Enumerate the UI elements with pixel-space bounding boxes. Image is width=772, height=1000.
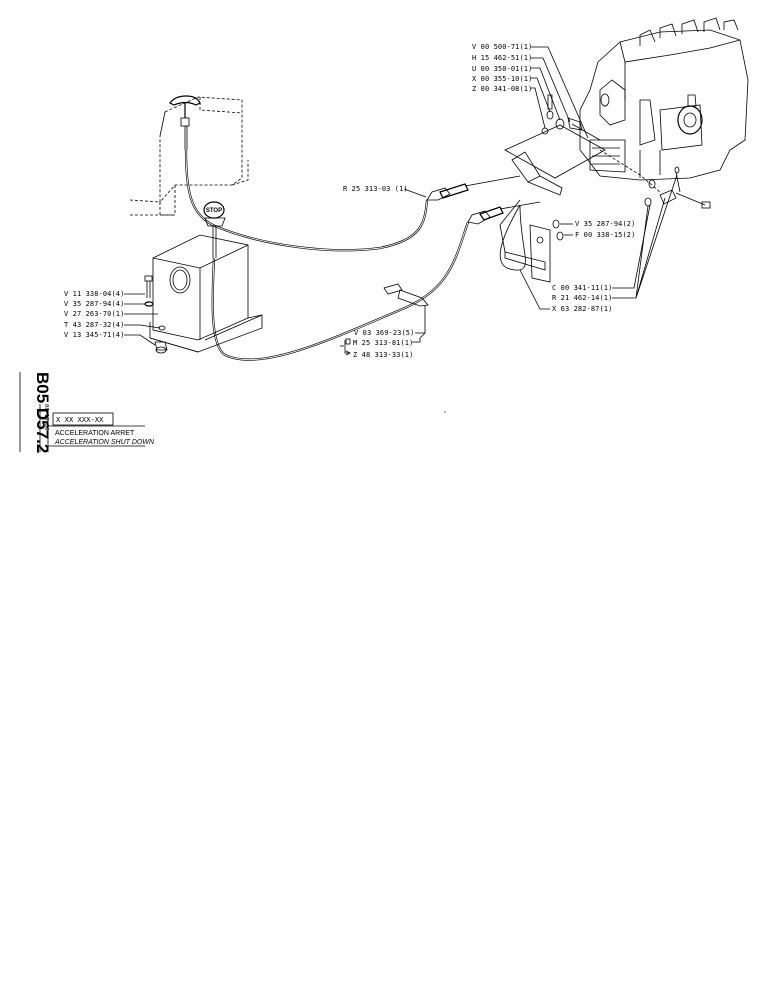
stop-control-box: STOP — [149, 201, 263, 353]
title-english: ACCELERATION SHUT DOWN — [54, 439, 155, 446]
part-label: V 35 287-94(4) — [64, 300, 124, 308]
pump-fasteners — [541, 94, 711, 209]
part-label: V 03 369-23(5) — [354, 329, 414, 337]
dashboard-console — [129, 96, 249, 216]
part-label: T 43 287-32(4) — [64, 321, 124, 329]
title-block: B05 D57.2 08-10-86 X XX XXX-XX ACCELERAT… — [19, 372, 155, 453]
part-label: X 63 282-87(1) — [552, 305, 612, 313]
part-label: F 00 338-15(2) — [575, 231, 635, 239]
bracket-label-group: V 35 287-94(2) F 00 338-15(2) — [560, 220, 635, 239]
injection-pump — [579, 17, 749, 181]
part-label: V 35 287-94(2) — [575, 220, 635, 228]
cables — [184, 149, 526, 361]
part-label: V 00 500-71(1) — [472, 43, 532, 51]
part-label: M 25 313-81(1) — [353, 339, 413, 347]
part-label: R 21 462-14(1) — [552, 294, 612, 302]
box-fasteners — [144, 275, 168, 354]
part-label: Z 48 313-33(1) — [353, 351, 413, 359]
reference-number: X XX XXX-XX — [56, 416, 104, 424]
part-label: Z 00 341-08(1) — [472, 85, 532, 93]
sheet-code: B05 D57.2 — [33, 372, 52, 453]
clip-label-group: V 03 369-23(5) M 25 313-81(1) Z 48 313-3… — [340, 305, 426, 359]
part-label: H 15 462-51(1) — [472, 54, 532, 62]
part-label: V 27 263-70(1) — [64, 310, 124, 318]
linkage-label-group: C 00 341-11(1) R 21 462-14(1) X 63 282-8… — [519, 174, 678, 313]
stray-dot — [444, 411, 446, 413]
pump-label-group: V 00 500-71(1) H 15 462-51(1) U 00 350-0… — [472, 43, 589, 139]
bracket-fasteners — [552, 219, 564, 241]
part-label: V 13 345-71(4) — [64, 331, 124, 339]
control-box-label-group: V 11 338-04(4) V 35 287-94(4) V 27 263-7… — [64, 290, 161, 346]
part-label: C 00 341-11(1) — [552, 284, 612, 292]
title-french: ACCELERATION ARRET — [55, 430, 135, 437]
cable-clip — [383, 283, 429, 307]
cable-label-group: R 25 313-03 (1) — [343, 185, 427, 198]
part-label: R 25 313-03 (1) — [343, 185, 408, 193]
part-label: V 11 338-04(4) — [64, 290, 124, 298]
cable-fittings — [426, 175, 541, 225]
linkage-bracket — [499, 124, 606, 283]
part-label: X 00 355-10(1) — [472, 75, 532, 83]
stop-knob-label: STOP — [206, 208, 222, 214]
part-label: U 00 350-01(1) — [472, 65, 532, 73]
sheet-date: 08-10-86 — [43, 404, 49, 431]
pull-handle — [169, 95, 201, 150]
